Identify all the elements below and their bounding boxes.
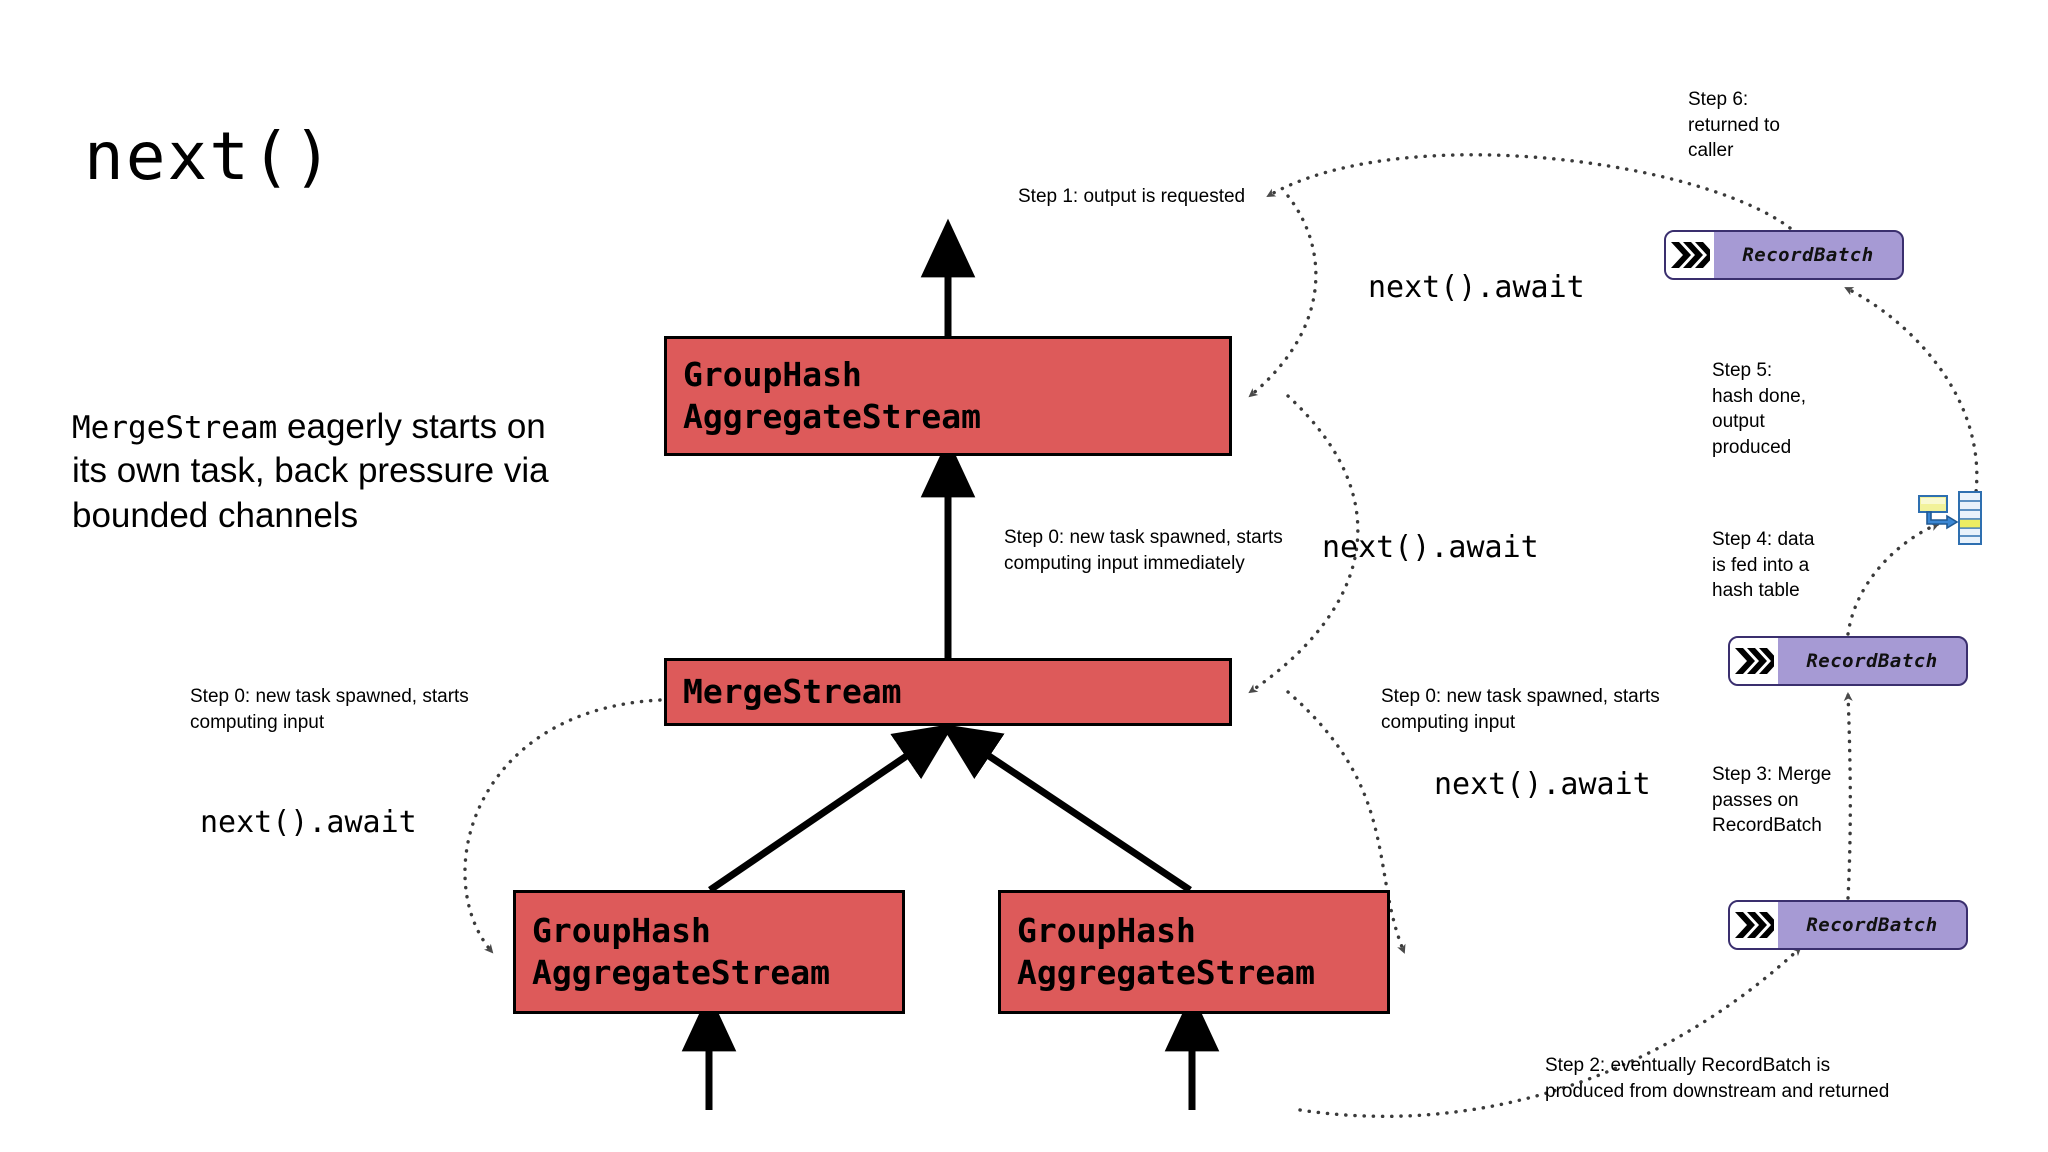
record-batch-label: RecordBatch — [1742, 244, 1874, 266]
chevrons-right-icon — [1730, 902, 1778, 948]
record-batch-label: RecordBatch — [1806, 650, 1938, 672]
code-label-next-await-right: next().await — [1434, 767, 1651, 802]
annotation-step-0-right: Step 0: new task spawned, starts computi… — [1381, 686, 1660, 733]
annotation-step-6: Step 6: returned to caller — [1688, 89, 1780, 162]
hash-table-icon — [1917, 490, 1989, 546]
code-label-next-await-middle: next().await — [1322, 530, 1539, 565]
annotation-step-3: Step 3: Merge passes on RecordBatch — [1712, 764, 1832, 837]
merge-stream-note-text: eagerly starts on its own task, back pre… — [72, 407, 549, 535]
merge-stream-note-code: MergeStream — [72, 410, 278, 446]
annotation-step-1: Step 1: output is requested — [1018, 186, 1246, 207]
record-batch-middle[interactable]: RecordBatch — [1728, 636, 1968, 686]
annotation-step-0-middle: Step 0: new task spawned, starts computi… — [1004, 527, 1283, 574]
code-label-next-await-top: next().await — [1368, 270, 1585, 305]
record-batch-label: RecordBatch — [1806, 914, 1938, 936]
annotation-step-4: Step 4: data is fed into a hash table — [1712, 529, 1815, 602]
annotation-step-2: Step 2: eventually RecordBatch is produc… — [1545, 1055, 1890, 1102]
chevrons-right-icon — [1666, 232, 1714, 278]
record-batch-top[interactable]: RecordBatch — [1664, 230, 1904, 280]
annotation-step-0-left: Step 0: new task spawned, starts computi… — [190, 686, 469, 733]
page-title: next() — [84, 118, 335, 195]
operator-box-group-hash-aggregate-top[interactable]: GroupHash AggregateStream — [664, 336, 1232, 456]
merge-stream-note: MergeStream eagerly starts on its own ta… — [72, 405, 572, 538]
annotation-step-5: Step 5: hash done, output produced — [1712, 360, 1807, 458]
record-batch-bottom[interactable]: RecordBatch — [1728, 900, 1968, 950]
code-label-next-await-left: next().await — [200, 805, 417, 840]
operator-box-group-hash-aggregate-left[interactable]: GroupHash AggregateStream — [513, 890, 905, 1014]
operator-box-merge-stream[interactable]: MergeStream — [664, 658, 1232, 726]
chevrons-right-icon — [1730, 638, 1778, 684]
operator-box-group-hash-aggregate-right[interactable]: GroupHash AggregateStream — [998, 890, 1390, 1014]
